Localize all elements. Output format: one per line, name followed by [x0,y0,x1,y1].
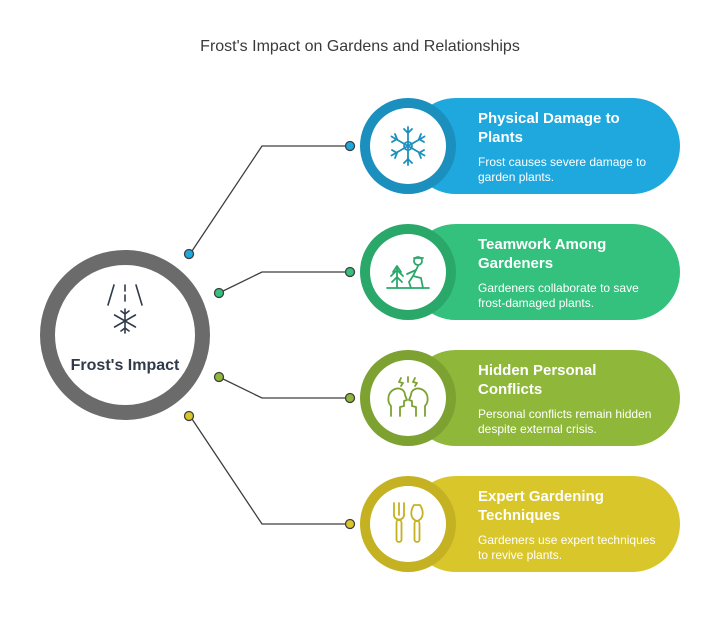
card-hidden-conflicts: Hidden Personal Conflicts Personal confl… [360,350,680,446]
card-title: Expert Gardening Techniques [478,488,604,524]
connector-dot-4b [344,518,356,530]
card-description: Gardeners use expert techniques to reviv… [478,533,656,562]
card-icon-ring [360,476,456,572]
card-icon-ring [360,98,456,194]
connector-dot-1a [183,248,195,260]
card-icon-holder [370,360,446,436]
center-label: Frost's Impact [70,357,180,374]
connector-dot-3a [213,371,225,383]
frost-snowflake-icon [107,284,143,334]
card-icon-ring [360,224,456,320]
card-icon-holder [370,234,446,310]
card-icon-ring [360,350,456,446]
connector-dot-3b [344,392,356,404]
connector-dot-1b [344,140,356,152]
garden-tools-icon [393,502,424,543]
connector-dot-2a [213,287,225,299]
connector-1 [189,145,350,255]
card-icon-holder [370,108,446,184]
card-teamwork: Teamwork Among Gardeners Gardeners colla… [360,224,680,320]
snowflake-icon [390,126,426,166]
card-description: Frost causes severe damage to garden pla… [478,155,647,184]
connector-dot-4a [183,410,195,422]
connector-4 [189,415,350,525]
card-title: Physical Damage to Plants [478,110,620,146]
conflict-heads-icon [387,376,429,417]
central-hub: Frost's Impact [40,250,210,420]
gardener-icon [386,256,430,289]
card-title: Hidden Personal Conflicts [478,362,597,398]
card-icon-holder [370,486,446,562]
diagram-title: Frost's Impact on Gardens and Relationsh… [200,38,520,55]
card-description: Gardeners collaborate to save frost-dama… [478,281,639,310]
card-title: Teamwork Among Gardeners [478,236,607,272]
card-description: Personal conflicts remain hidden despite… [478,407,652,436]
connector-3 [218,376,350,399]
card-physical-damage: Physical Damage to Plants Frost causes s… [360,98,680,194]
connector-2 [218,271,350,294]
card-expert-techniques: Expert Gardening Techniques Gardeners us… [360,476,680,572]
connector-dot-2b [344,266,356,278]
